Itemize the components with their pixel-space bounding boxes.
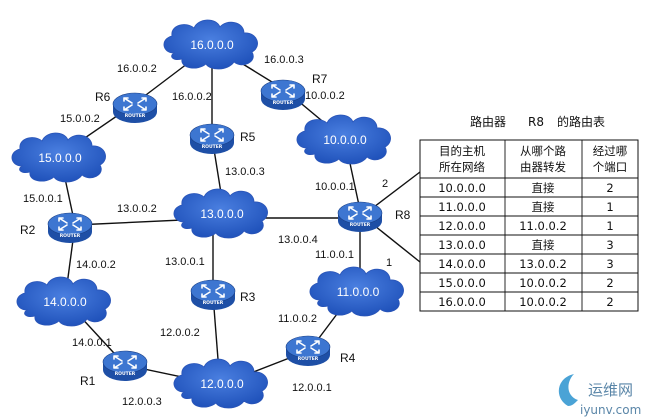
routing-table-header-cell: 所在网络 (439, 160, 485, 174)
network-cloud-11: 11.0.0.0 (309, 266, 405, 317)
addr-r6-16: 16.0.0.2 (117, 63, 157, 75)
routing-table-header-cell: 由器转发 (520, 160, 566, 174)
network-label: 16.0.0.0 (190, 38, 234, 52)
router-r6: ROUTER (112, 92, 158, 124)
routing-table-cell: 11.0.0.2 (519, 219, 567, 233)
router-r2: ROUTER (47, 212, 93, 244)
routing-table-cell: 2 (606, 181, 613, 195)
routing-table-cell: 10.0.0.2 (519, 276, 567, 290)
addr-r8-10: 10.0.0.1 (315, 181, 355, 193)
routing-table-title-suffix: 的路由表 (557, 114, 605, 129)
router-name-r5: R5 (240, 130, 256, 144)
router-r1: ROUTER (102, 350, 148, 382)
routing-table-cell: 1 (606, 200, 613, 214)
router-name-r8: R8 (395, 208, 411, 222)
routing-table-cell: 16.0.0.0 (438, 295, 486, 309)
addr-r6-15: 15.0.0.2 (60, 113, 100, 125)
routing-table-cell: 13.0.0.2 (519, 257, 567, 271)
addr-r2-15: 15.0.0.1 (23, 193, 63, 205)
network-cloud-13: 13.0.0.0 (173, 188, 269, 239)
router-badge: ROUTER (298, 356, 319, 362)
addr-r2-14: 14.0.0.2 (76, 259, 116, 271)
routing-table-cell: 直接 (532, 200, 555, 214)
addr-r5-16: 16.0.0.2 (172, 91, 212, 103)
routing-table-cell: 3 (606, 238, 613, 252)
routing-table-body: 10.0.0.0 直接 2 11.0.0.0 直接 1 12.0.0.0 11.0.0.2 1 1… (438, 181, 613, 309)
routing-table-header-cell: 目的主机 (439, 144, 485, 158)
router-badge: ROUTER (60, 233, 81, 239)
routing-table-cell: 2 (606, 295, 613, 309)
addr-r5-13: 13.0.0.3 (225, 166, 265, 178)
network-label: 15.0.0.0 (38, 151, 82, 165)
addr-r4-11: 11.0.0.2 (278, 313, 317, 325)
routing-table-cell: 11.0.0.0 (438, 200, 486, 214)
router-r4: ROUTER (285, 335, 331, 367)
network-cloud-14: 14.0.0.0 (16, 276, 112, 327)
port-label-1: 1 (386, 257, 392, 269)
watermark: 运维网 iyunv.com (558, 374, 641, 417)
addr-r1-14: 14.0.0.1 (72, 337, 112, 349)
routing-table-cell: 13.0.0.0 (438, 238, 486, 252)
router-badge: ROUTER (350, 222, 371, 228)
addr-r4-12: 12.0.0.1 (292, 382, 332, 394)
router-name-r3: R3 (240, 290, 256, 304)
routing-table-header-cell: 从哪个路 (520, 144, 566, 158)
router-r8: ROUTER (337, 201, 383, 233)
network-label: 13.0.0.0 (200, 207, 244, 221)
addr-r8-11: 11.0.0.1 (315, 249, 354, 261)
addr-r3-12: 12.0.0.2 (160, 327, 200, 339)
routing-table-title-prefix: 路由器 (470, 114, 506, 129)
routing-table-cell: 2 (606, 276, 613, 290)
routing-table-cell: 1 (606, 219, 613, 233)
network-label: 14.0.0.0 (43, 295, 87, 309)
routing-table-cell: 15.0.0.0 (438, 276, 486, 290)
network-cloud-16: 16.0.0.0 (163, 19, 259, 70)
addr-r8-13: 13.0.0.4 (278, 234, 318, 246)
router-badge: ROUTER (273, 100, 294, 106)
router-badge: ROUTER (125, 113, 146, 119)
routing-table-cell: 直接 (532, 238, 555, 252)
network-cloud-15: 15.0.0.0 (11, 132, 107, 183)
addr-r7-10: 10.0.0.2 (305, 90, 345, 102)
routing-table-cell: 直接 (532, 181, 555, 195)
routing-table-cell: 12.0.0.0 (438, 219, 486, 233)
router-r5: ROUTER (189, 123, 235, 155)
watermark-name: 运维网 (588, 381, 633, 399)
addr-r1-12: 12.0.0.3 (122, 396, 162, 408)
addr-r7-16: 16.0.0.3 (264, 54, 304, 66)
router-badge: ROUTER (115, 371, 136, 377)
port-label-2: 2 (382, 178, 388, 190)
router-name-r1: R1 (80, 374, 96, 388)
network-cloud-12: 12.0.0.0 (173, 358, 269, 409)
network-label: 12.0.0.0 (200, 377, 244, 391)
router-name-r7: R7 (312, 72, 328, 86)
network-cloud-10: 10.0.0.0 (296, 114, 392, 165)
watermark-logo-icon (558, 374, 578, 406)
router-name-r4: R4 (340, 351, 356, 365)
addr-r3-13: 13.0.0.1 (165, 256, 205, 268)
watermark-url: iyunv.com (580, 403, 641, 417)
router-r7: ROUTER (260, 79, 306, 111)
router-r3: ROUTER (190, 279, 236, 311)
routing-table-title-router: R8 (528, 115, 544, 129)
routing-table-cell: 14.0.0.0 (438, 257, 486, 271)
routing-table-cell: 3 (606, 257, 613, 271)
addr-r2-13: 13.0.0.2 (117, 203, 157, 215)
routing-table-header-cell: 个端口 (593, 160, 628, 174)
router-name-r6: R6 (95, 90, 111, 104)
routing-table-cell: 10.0.0.0 (438, 181, 486, 195)
router-badge: ROUTER (203, 300, 224, 306)
router-badge: ROUTER (202, 144, 223, 150)
routing-table-cell: 10.0.0.2 (519, 295, 567, 309)
network-label: 10.0.0.0 (323, 133, 367, 147)
routing-table-header-cell: 经过哪 (593, 144, 628, 158)
network-label: 11.0.0.0 (337, 285, 380, 299)
router-name-r2: R2 (20, 223, 36, 237)
